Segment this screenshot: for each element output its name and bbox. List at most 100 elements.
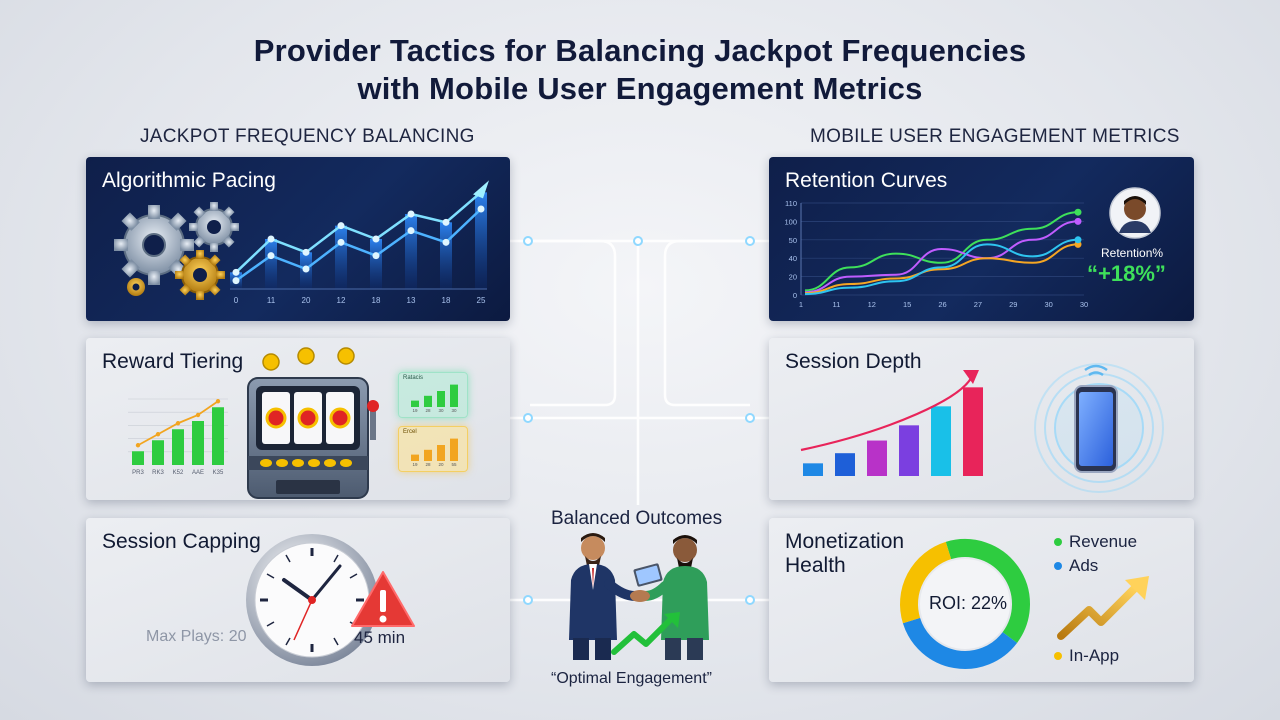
session-depth-trend-line xyxy=(800,373,975,452)
reward-tiering-title: Reward Tiering xyxy=(102,350,244,373)
tier-card-top-label: Ratacis xyxy=(403,375,424,381)
legend-label: Revenue xyxy=(1069,532,1138,551)
pacing-bar xyxy=(405,214,417,289)
tier-card-tick: 19 xyxy=(412,462,418,467)
panel-algorithmic-pacing[interactable]: Algorithmic Pacing xyxy=(86,157,510,321)
pacing-point xyxy=(407,210,415,218)
pacing-point xyxy=(337,238,345,246)
smartphone-icon xyxy=(1034,363,1164,493)
legend-swatch xyxy=(1054,538,1062,546)
session-depth-arrow-head xyxy=(963,370,979,384)
pacing-point xyxy=(407,227,415,235)
pacing-point xyxy=(337,222,345,230)
pacing-x-tick: 11 xyxy=(267,296,276,305)
retention-x-tick: 29 xyxy=(1009,300,1017,309)
retention-x-tick: 12 xyxy=(868,300,876,309)
roi-label: ROI: 22% xyxy=(929,593,1008,613)
panel-session-capping[interactable]: Session Capping Max Plays: 20 45 min xyxy=(86,518,510,682)
donut-segment xyxy=(900,541,952,624)
pacing-series-line xyxy=(235,191,482,274)
left-section-header: JACKPOT FREQUENCY BALANCING xyxy=(140,126,475,147)
legend-swatch xyxy=(1054,652,1062,660)
legend-label: Ads xyxy=(1069,556,1099,575)
connector-node xyxy=(633,236,643,246)
legend-item: In-App xyxy=(1054,646,1119,666)
legend-item: Ads xyxy=(1054,556,1098,576)
retention-series-line xyxy=(804,238,1079,296)
session-depth-bar xyxy=(899,425,919,476)
tier-card-bar xyxy=(424,449,432,461)
pacing-x-tick: 25 xyxy=(477,296,486,305)
pacing-x-tick: 13 xyxy=(407,296,416,305)
retention-series-line xyxy=(804,211,1079,292)
retention-y-tick: 50 xyxy=(789,236,797,245)
tier-trend-point xyxy=(195,412,201,418)
tier-card-tick: 28 xyxy=(425,462,431,467)
tier-bar xyxy=(172,429,184,465)
retention-end-point xyxy=(1074,236,1082,244)
pacing-point xyxy=(442,218,450,226)
connector-node xyxy=(745,595,755,605)
tier-card-tick: 30 xyxy=(438,408,444,413)
pacing-x-tick: 0 xyxy=(234,296,239,305)
donut-center xyxy=(920,559,1010,649)
title-line-1: Provider Tactics for Balancing Jackpot F… xyxy=(253,33,1027,68)
retention-end-point xyxy=(1074,208,1082,216)
tier-x-tick: AAE xyxy=(192,470,204,476)
session-depth-bar xyxy=(835,453,855,476)
tier-trend-point xyxy=(215,399,221,404)
connector-node xyxy=(745,413,755,423)
pacing-point xyxy=(232,277,240,285)
pacing-bar xyxy=(475,192,487,289)
retention-x-tick: 27 xyxy=(974,300,982,309)
retention-end-point xyxy=(1074,217,1082,225)
session-depth-title: Session Depth xyxy=(785,350,922,373)
tier-card-tick: 55 xyxy=(451,462,457,467)
pacing-bar xyxy=(370,239,382,289)
tier-x-tick: RK3 xyxy=(152,470,164,476)
slot-machine-icon xyxy=(247,347,379,499)
tier-card-tick: 19 xyxy=(412,408,418,413)
retention-y-tick: 20 xyxy=(789,273,797,282)
tier-trend-point xyxy=(175,421,181,426)
tier-card-bar xyxy=(424,395,432,407)
right-section-header: MOBILE USER ENGAGEMENT METRICS xyxy=(810,126,1180,147)
balanced-outcomes-title: Balanced Outcomes xyxy=(551,508,723,529)
pacing-arrow-head xyxy=(473,180,489,199)
session-depth-bar xyxy=(963,387,983,476)
pacing-point xyxy=(477,205,485,213)
legend-label: In-App xyxy=(1069,646,1120,665)
retention-y-tick: 40 xyxy=(789,254,797,263)
monetization-title-line1: Monetization xyxy=(785,530,905,553)
retention-label: Retention% xyxy=(1101,246,1164,260)
session-depth-bar xyxy=(803,463,823,476)
retention-curves-title: Retention Curves xyxy=(785,169,948,192)
retention-x-tick: 30 xyxy=(1044,300,1052,309)
retention-y-tick: 100 xyxy=(784,217,797,226)
legend-swatch xyxy=(1054,562,1062,570)
tier-bar xyxy=(132,451,144,465)
pacing-point xyxy=(232,268,240,276)
retention-x-tick: 15 xyxy=(903,300,911,309)
monetization-title-line2: Health xyxy=(785,554,846,577)
max-plays-label: Max Plays: 20 xyxy=(146,628,247,645)
retention-x-tick: 1 xyxy=(799,300,803,309)
pacing-bar xyxy=(335,225,347,289)
pacing-point xyxy=(372,235,380,243)
retention-x-tick: 26 xyxy=(938,300,946,309)
pacing-x-tick: 18 xyxy=(372,296,381,305)
avatar xyxy=(1109,187,1161,239)
pacing-x-tick: 20 xyxy=(302,296,311,305)
tier-bar xyxy=(152,440,164,465)
pacing-point xyxy=(267,252,275,260)
panel-session-depth[interactable]: Session Depth xyxy=(769,338,1194,500)
connector-node xyxy=(523,595,533,605)
donut-segment xyxy=(945,539,1030,643)
warning-icon xyxy=(351,571,415,627)
